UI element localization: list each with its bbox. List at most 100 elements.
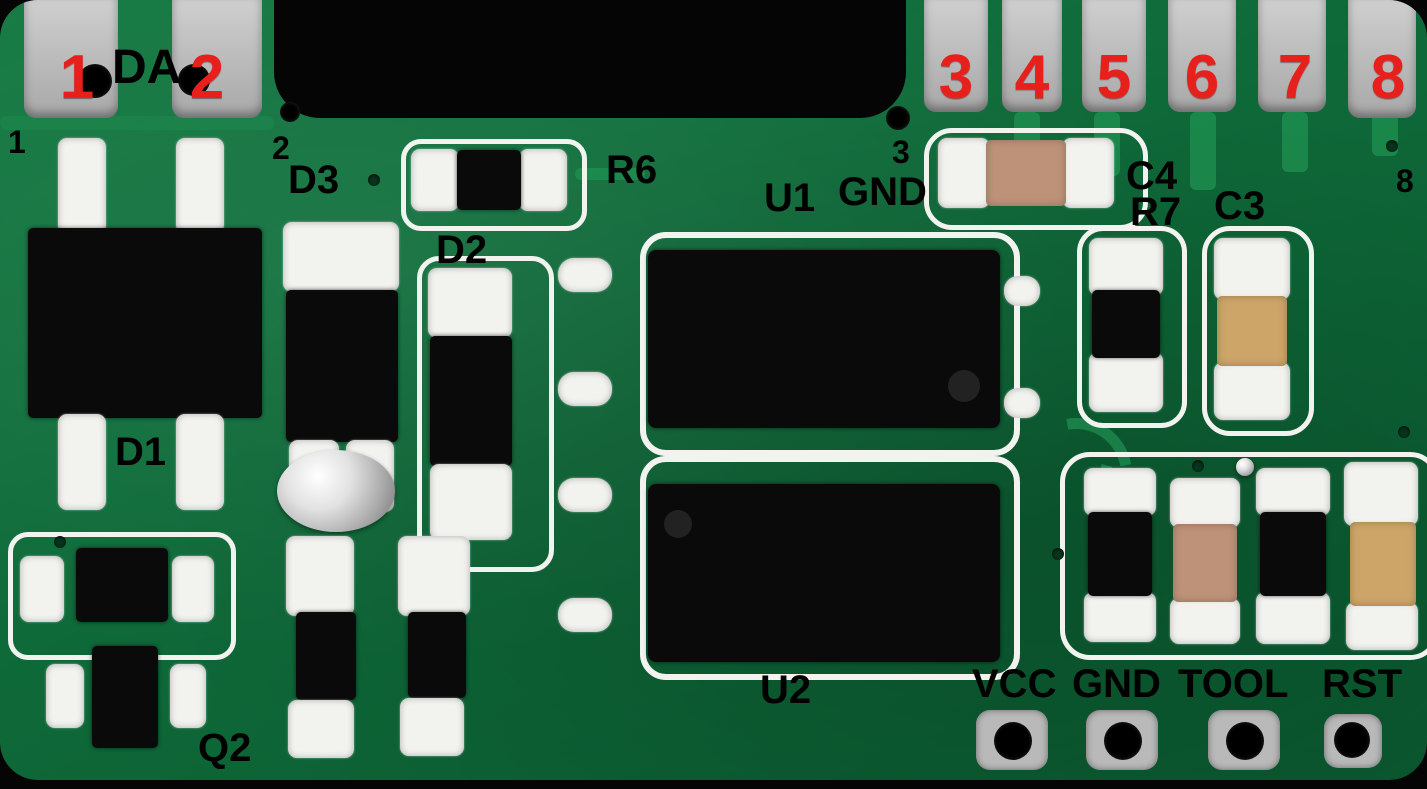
label-d2: D2 [436, 228, 488, 272]
r6-silkscreen [401, 139, 587, 231]
passive-pad [398, 536, 470, 616]
passive-body [408, 612, 466, 698]
c3-pad [1214, 362, 1290, 420]
passive-body-tan [1173, 524, 1237, 602]
via-dot [1192, 460, 1204, 472]
u1-pad [1004, 276, 1040, 306]
through-hole-vcc [994, 722, 1032, 760]
r6-pad [519, 149, 567, 211]
trace [1190, 112, 1216, 190]
pin-number-5: 5 [1096, 43, 1132, 112]
edge-pad-8 [1348, 0, 1416, 118]
passive-pad [1256, 468, 1330, 516]
passive-pad [1170, 598, 1240, 644]
edge-pad-4 [1002, 0, 1062, 112]
d2-silkscreen [417, 256, 554, 572]
label-tool: TOOL [1178, 662, 1289, 706]
label-u2: U2 [760, 668, 812, 712]
component-u2-body [648, 484, 1000, 662]
pin-number-8: 8 [1370, 43, 1406, 112]
pin-number-6: 6 [1184, 43, 1220, 112]
through-hole-rst [1334, 722, 1370, 758]
r7-pad [1089, 352, 1163, 412]
component-c4-body [986, 140, 1066, 206]
c4-pad [1062, 138, 1114, 208]
passive-pad [1256, 592, 1330, 644]
d2-pad [428, 268, 512, 338]
label-rst: RST [1322, 662, 1402, 706]
board-notch [274, 0, 906, 118]
u1-pad [558, 372, 612, 406]
c4-pad [938, 138, 990, 208]
d3-pad [283, 222, 399, 292]
d1-pad [176, 414, 224, 510]
edge-pad-1 [24, 0, 118, 118]
q2-pad [170, 664, 206, 728]
pin-number-3: 3 [938, 43, 974, 112]
passive-pad [1084, 468, 1156, 516]
component-r6-body [457, 150, 521, 210]
passive-pad [400, 698, 464, 756]
u1-pad [558, 258, 612, 292]
via-dot [1398, 426, 1410, 438]
solder-blob [277, 450, 395, 532]
notch-hole-left [280, 102, 300, 122]
label-r6: R6 [606, 148, 658, 192]
via-dot [1052, 548, 1064, 560]
through-hole-gnd [1104, 722, 1142, 760]
label-r7: R7 [1130, 190, 1182, 234]
notch-hole-right [886, 106, 910, 130]
trace [1282, 112, 1308, 172]
edge-pad-3 [924, 0, 988, 112]
via-dot [368, 174, 380, 186]
d1-pad [176, 138, 224, 234]
through-hole-tool [1226, 722, 1264, 760]
label-gnd: GND [1072, 662, 1161, 706]
passive-body [1088, 512, 1152, 596]
c4-silkscreen [924, 128, 1148, 230]
c3-pad [1214, 238, 1290, 300]
component-d1-body [28, 228, 262, 418]
label-c4: C4 [1126, 154, 1178, 198]
pin-number-7: 7 [1277, 43, 1313, 112]
passive-pad [1346, 602, 1418, 650]
label-vcc: VCC [972, 662, 1057, 706]
solder-ball [1236, 458, 1254, 476]
d1-pad [58, 414, 106, 510]
component-q2-body-lower [92, 646, 158, 748]
c3-silkscreen [1202, 226, 1314, 436]
pin-number-1: 1 [59, 43, 95, 112]
trace [575, 168, 645, 180]
corner-number-3: 3 [892, 134, 910, 170]
pin-number-2: 2 [189, 43, 225, 112]
u1-pin1-dot [948, 370, 980, 402]
passive-pad [1344, 462, 1418, 526]
label-u1: U1 [764, 176, 816, 220]
d2-pad [430, 464, 512, 540]
component-r7-body [1092, 290, 1160, 358]
corner-number-2: 2 [272, 130, 290, 166]
passive-pad [1084, 592, 1156, 642]
via-dot [1386, 140, 1398, 152]
u2-pad [558, 598, 612, 632]
edge-pad-5 [1082, 0, 1146, 112]
passive-pad [286, 536, 354, 616]
q2-pad [172, 556, 214, 622]
label-gnd-top: GND [838, 170, 927, 214]
via-dot [54, 536, 66, 548]
q2-pad [46, 664, 84, 728]
u2-pad [558, 478, 612, 512]
u2-pin1-dot [664, 510, 692, 538]
component-u1-body [648, 250, 1000, 428]
edge-pad-7 [1258, 0, 1326, 112]
u1-silkscreen [640, 232, 1020, 456]
corner-number-1: 1 [8, 124, 26, 160]
trace [0, 116, 274, 130]
pin-number-4: 4 [1014, 43, 1050, 112]
r7-silkscreen [1077, 226, 1187, 428]
label-da: DA [112, 41, 182, 94]
u2-silkscreen [640, 456, 1020, 680]
label-q2: Q2 [198, 726, 252, 770]
